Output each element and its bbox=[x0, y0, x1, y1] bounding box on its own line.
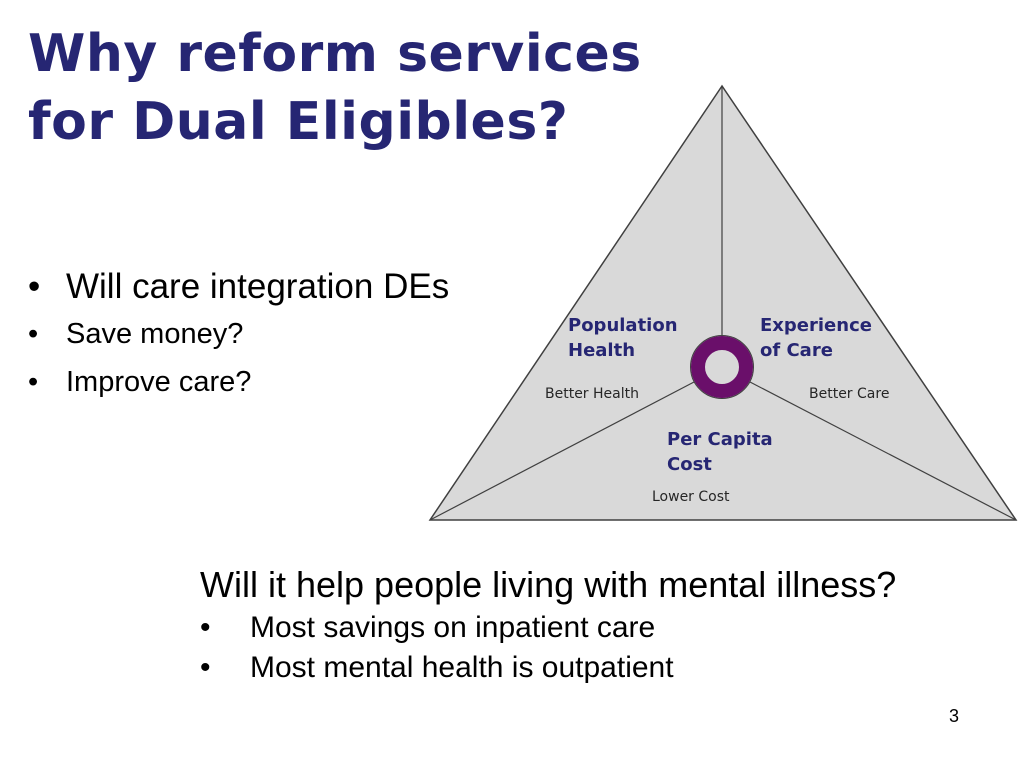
bullet-text: Save money? bbox=[66, 318, 244, 350]
bullet-dot: • bbox=[200, 651, 211, 684]
bullet-dot: • bbox=[200, 611, 211, 644]
per-capita-cost-title-1: Per Capita bbox=[667, 429, 773, 450]
lower-cost-caption: Lower Cost bbox=[652, 489, 730, 505]
bullet-item: • Most mental health is outpatient bbox=[200, 648, 896, 688]
bullet-dot: • bbox=[28, 267, 41, 306]
better-care-caption: Better Care bbox=[809, 386, 889, 402]
center-ring-icon bbox=[691, 336, 753, 398]
population-health-title-2: Health bbox=[568, 340, 635, 361]
triangle-shape bbox=[428, 84, 1018, 521]
divider-line-left bbox=[429, 381, 695, 521]
slide-title: Why reform services for Dual Eligibles? bbox=[28, 20, 642, 156]
population-health-title-1: Population bbox=[568, 315, 678, 336]
bullet-item: • Most savings on inpatient care bbox=[200, 608, 896, 648]
bullet-dot: • bbox=[28, 366, 39, 398]
page-number: 3 bbox=[949, 706, 960, 726]
mental-illness-question: Will it help people living with mental i… bbox=[200, 564, 897, 605]
bullet-text: Will care integration DEs bbox=[66, 267, 450, 306]
center-ring-outline bbox=[690, 335, 754, 399]
bullet-dot: • bbox=[28, 318, 39, 350]
bullet-text: Most savings on inpatient care bbox=[250, 611, 656, 644]
bullet-text: Most mental health is outpatient bbox=[250, 651, 674, 684]
divider-line-right bbox=[749, 381, 1017, 521]
per-capita-cost-title-2: Cost bbox=[667, 454, 712, 475]
better-health-caption: Better Health bbox=[545, 386, 639, 402]
bullet-item: • Will care integration DEs bbox=[28, 264, 449, 310]
title-line-1: Why reform services bbox=[28, 24, 642, 84]
bullet-item: • Improve care? bbox=[28, 358, 449, 406]
bottom-bullet-list: • Most savings on inpatient care • Most … bbox=[200, 608, 896, 688]
bullet-item: • Save money? bbox=[28, 310, 449, 358]
title-line-2: for Dual Eligibles? bbox=[28, 92, 569, 152]
bullet-text: Improve care? bbox=[66, 366, 252, 398]
triple-aim-diagram: Population Health Experience of Care Per… bbox=[428, 84, 1020, 526]
experience-of-care-title-1: Experience bbox=[760, 315, 872, 336]
mental-illness-section: Will it help people living with mental i… bbox=[200, 562, 896, 688]
experience-of-care-title-2: of Care bbox=[760, 340, 833, 361]
left-bullet-list: • Will care integration DEs • Save money… bbox=[28, 264, 449, 406]
